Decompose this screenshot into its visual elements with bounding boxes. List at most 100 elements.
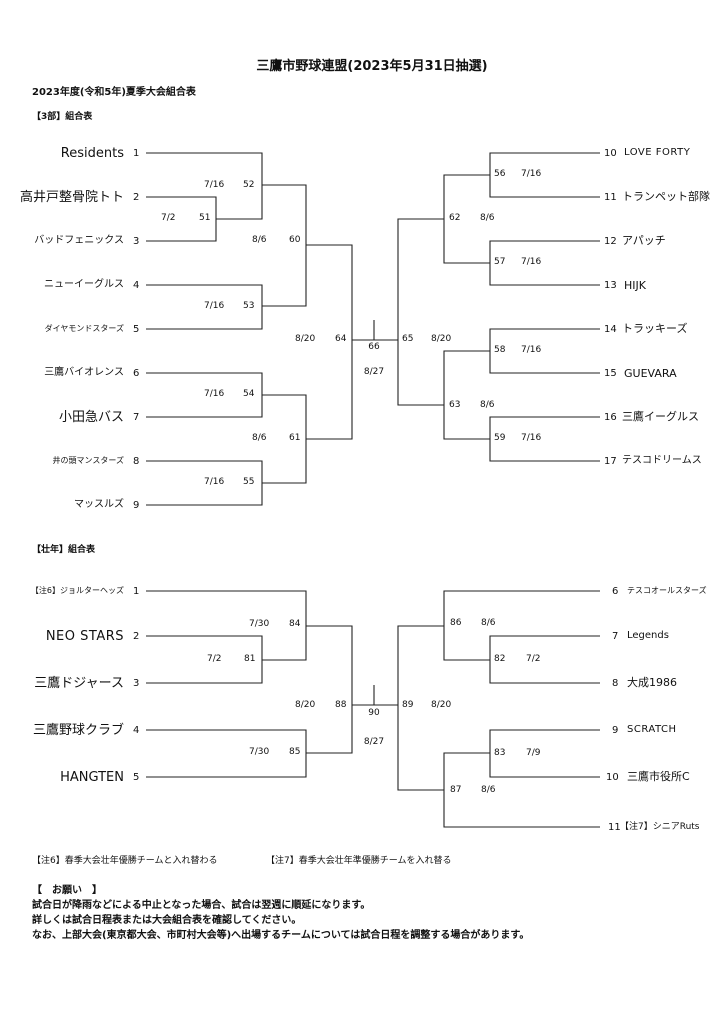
team-name: 三鷹イーグルス [622, 410, 699, 423]
team-seed: 7 [612, 631, 619, 642]
senior-heading: 【壮年】組合表 [32, 545, 96, 555]
team-name: 三鷹ドジャース [34, 676, 124, 691]
team-seed: 11 [604, 192, 617, 203]
game-date: 7/30 [249, 619, 270, 629]
team-name: HIJK [624, 279, 646, 292]
team-seed: 11 [608, 822, 621, 833]
team-name: 三鷹バイオレンス [44, 367, 124, 378]
team-name: 三鷹野球クラブ [32, 723, 124, 738]
game-date: 8/6 [480, 400, 495, 410]
game-number: 65 [402, 334, 414, 344]
game-date: 7/16 [204, 477, 225, 487]
game-date: 8/27 [363, 737, 385, 747]
team-seed: 13 [604, 280, 617, 291]
team-seed: 4 [133, 280, 140, 291]
game-number: 81 [244, 654, 256, 664]
game-date: 8/20 [295, 700, 316, 710]
team-name: 高井戸整骨院トト [19, 190, 124, 205]
sr-line-9 [489, 729, 600, 778]
d3-line-2 [146, 196, 217, 242]
game-date: 7/2 [207, 654, 222, 664]
d3-line-10 [489, 152, 600, 198]
team-name: トランペット部隊 [622, 190, 710, 203]
game-date: 8/6 [252, 235, 267, 245]
team-seed: 12 [604, 236, 617, 247]
game-number: 83 [494, 748, 506, 758]
team-name: 大成1986 [627, 676, 677, 689]
team-name: ニューイーグルス [44, 279, 124, 290]
team-seed: 16 [604, 412, 617, 423]
team-seed: 8 [612, 678, 619, 689]
game-number: 62 [449, 213, 461, 223]
team-seed: 14 [604, 324, 617, 335]
team-name: NEO STARS [45, 629, 124, 644]
game-date: 8/6 [481, 618, 496, 628]
team-name: 【注7】シニアRuts [620, 822, 700, 832]
request-line-2: 詳しくは試合日程表または大会組合表を確認してください。 [32, 915, 302, 926]
sr-line-87 [443, 752, 600, 828]
team-seed: 8 [133, 456, 140, 467]
game-number: 89 [402, 700, 414, 710]
team-seed: 5 [133, 324, 140, 335]
team-name: SCRATCH [627, 724, 677, 735]
game-number: 63 [449, 400, 461, 410]
game-date: 7/2 [161, 213, 176, 223]
game-date: 8/20 [295, 334, 316, 344]
team-seed: 9 [133, 500, 140, 511]
game-date: 7/16 [204, 301, 225, 311]
game-number: 57 [494, 257, 506, 267]
team-seed: 2 [133, 631, 140, 642]
sr-line-4 [146, 729, 307, 778]
team-name: GUEVARA [624, 367, 677, 380]
team-seed: 10 [606, 772, 619, 783]
game-date: 7/30 [249, 747, 270, 757]
sr-line-1 [146, 590, 307, 661]
sr-line-86 [443, 590, 600, 661]
game-number: 52 [243, 180, 255, 190]
game-number: 51 [199, 213, 211, 223]
sr-line-2 [146, 635, 263, 684]
game-number: 66 [368, 342, 380, 352]
game-date: 8/6 [252, 433, 267, 443]
page-title: 三鷹市野球連盟(2023年5月31日抽選) [256, 59, 488, 74]
game-number: 60 [289, 235, 301, 245]
request-line-3: なお、上部大会(東京都大会、市町村大会等)へ出場するチームについては試合日程を調… [32, 930, 530, 941]
game-date: 8/20 [431, 700, 452, 710]
team-name: HANGTEN [60, 770, 124, 785]
d3-line-4 [146, 284, 263, 330]
d3-line-63 [443, 350, 490, 440]
team-seed: 9 [612, 725, 619, 736]
game-date: 7/16 [521, 433, 542, 443]
request-heading: 【 お願い 】 [32, 885, 102, 896]
game-date: 8/6 [481, 785, 496, 795]
game-number: 64 [335, 334, 347, 344]
team-name: マッスルズ [74, 499, 124, 510]
team-name: 三鷹市役所C [627, 770, 690, 783]
game-date: 7/2 [526, 654, 541, 664]
d3-line-12 [489, 240, 600, 286]
team-seed: 1 [133, 148, 140, 159]
team-name: ダイヤモンドスターズ [44, 324, 124, 333]
team-seed: 17 [604, 456, 617, 467]
team-name: Legends [627, 630, 669, 641]
team-name: 【注6】ジョルターヘッズ [30, 586, 124, 595]
game-date: 7/16 [521, 345, 542, 355]
sr-line-84 [306, 625, 353, 754]
note-7: 【注7】春季大会壮年準優勝チームを入れ替る [266, 856, 452, 866]
d3-line-52 [262, 184, 307, 307]
team-seed: 2 [133, 192, 140, 203]
d3-line-14 [489, 328, 600, 374]
game-number: 58 [494, 345, 506, 355]
game-date: 7/16 [521, 257, 542, 267]
d3-line-60 [306, 244, 353, 440]
game-date: 7/16 [204, 389, 225, 399]
team-seed: 3 [133, 236, 140, 247]
game-number: 82 [494, 654, 506, 664]
game-date: 8/20 [431, 334, 452, 344]
game-number: 85 [289, 747, 301, 757]
game-date: 7/16 [521, 169, 542, 179]
game-number: 59 [494, 433, 506, 443]
team-seed: 7 [133, 412, 140, 423]
team-name: LOVE FORTY [624, 147, 691, 158]
d3-line-1 [146, 152, 263, 220]
